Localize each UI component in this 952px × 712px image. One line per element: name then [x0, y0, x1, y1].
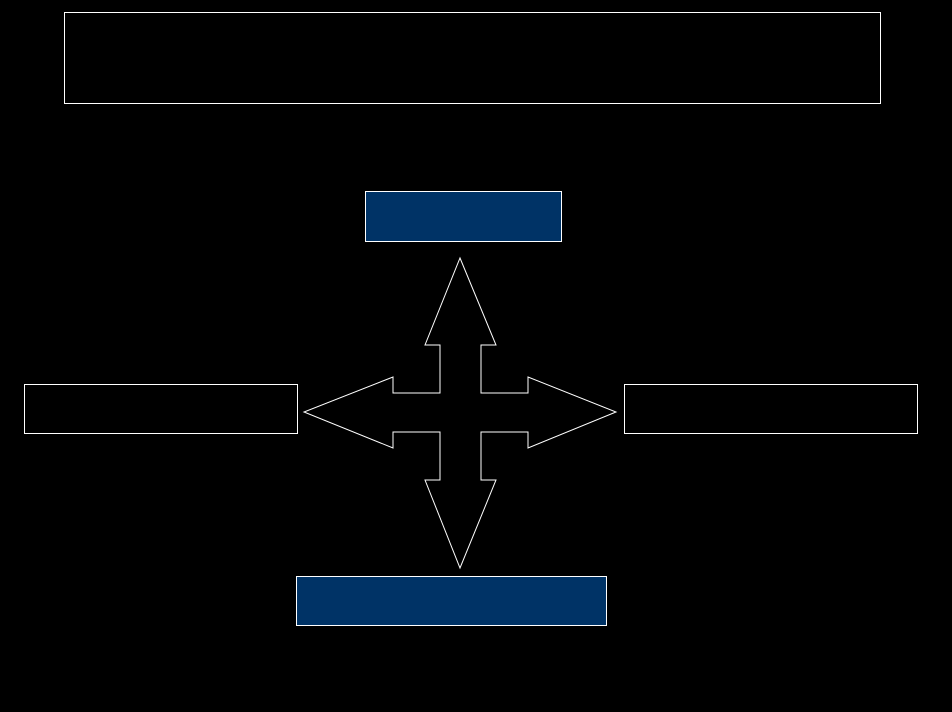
top-box — [365, 191, 562, 242]
title-box — [64, 12, 881, 104]
bottom-box — [296, 576, 607, 626]
four-way-arrow-shape — [302, 256, 618, 570]
left-box — [24, 384, 298, 434]
right-box — [624, 384, 918, 434]
